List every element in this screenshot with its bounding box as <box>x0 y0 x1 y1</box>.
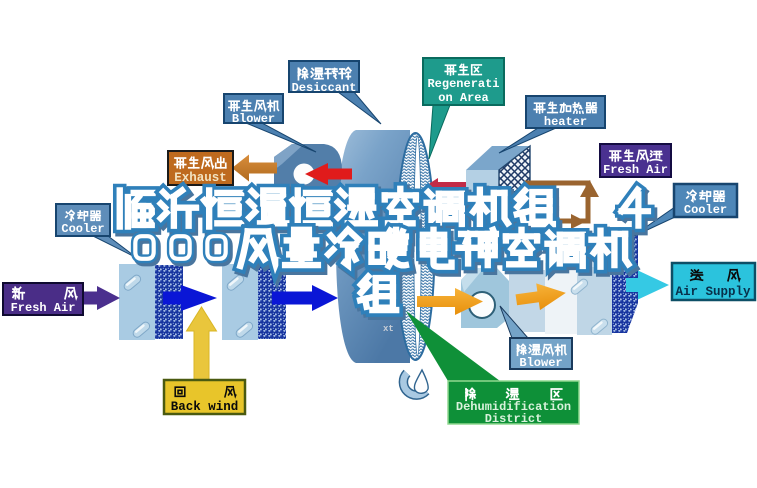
svg-text:Blower: Blower <box>232 112 275 126</box>
svg-text:Regenerati: Regenerati <box>427 77 499 91</box>
svg-text:Cooler: Cooler <box>61 222 104 236</box>
svg-text:Back wind: Back wind <box>171 400 239 414</box>
svg-text:Desiccant: Desiccant <box>292 81 357 95</box>
svg-text:Fresh Air: Fresh Air <box>11 301 76 315</box>
svg-text:on Area: on Area <box>438 91 488 105</box>
svg-text:Exhaust: Exhaust <box>174 171 227 185</box>
svg-text:Air Supply: Air Supply <box>675 285 751 299</box>
svg-text:Blower: Blower <box>519 356 562 370</box>
svg-text:xt: xt <box>383 324 394 334</box>
svg-text:District: District <box>485 412 543 426</box>
svg-text:Cooler: Cooler <box>684 203 727 217</box>
svg-text:Fresh Air: Fresh Air <box>603 163 668 177</box>
svg-text:Dehumidification: Dehumidification <box>456 400 571 414</box>
svg-text:heater: heater <box>544 115 587 129</box>
